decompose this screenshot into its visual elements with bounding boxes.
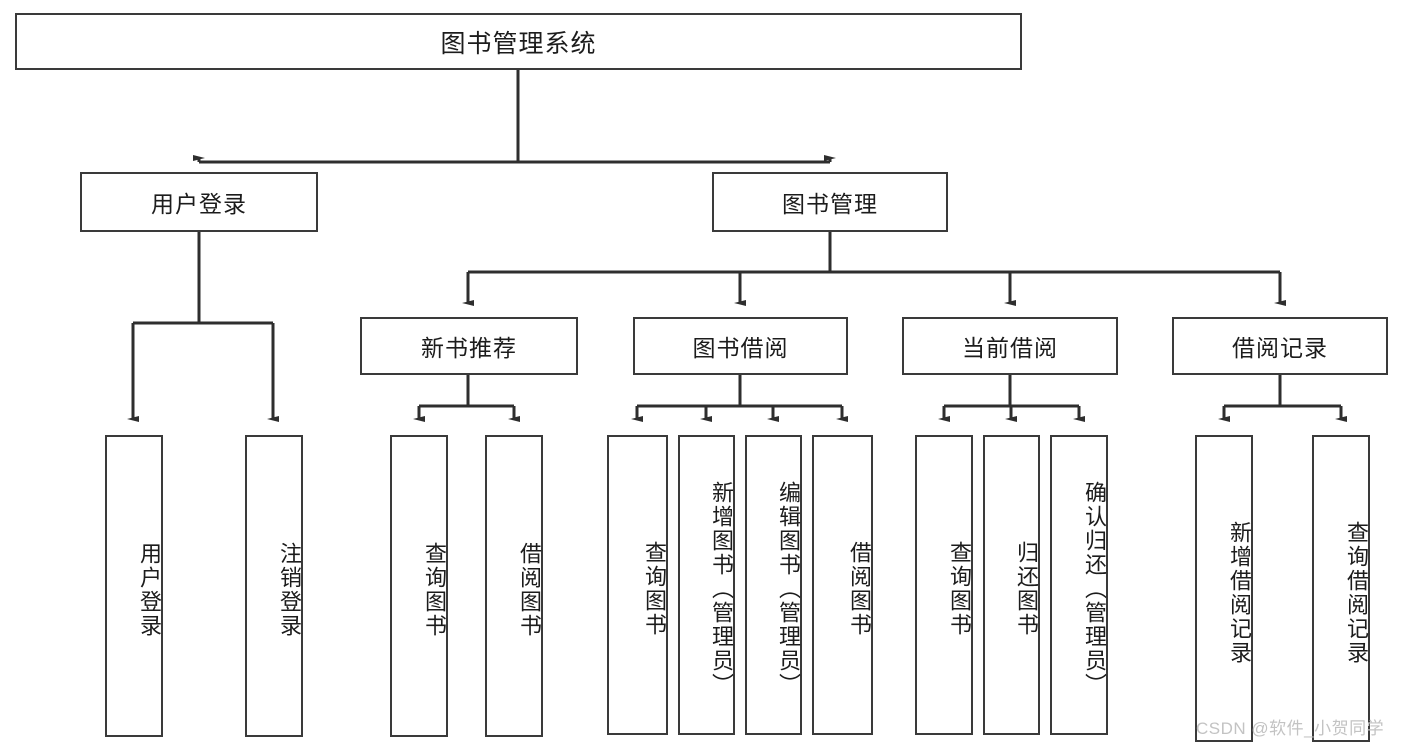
node-label: 新增图书（管理员） <box>709 481 734 697</box>
leaf-confirm-return-admin[interactable]: 确认归还（管理员） <box>1050 435 1108 735</box>
leaf-user-logout[interactable]: 注销登录 <box>245 435 303 737</box>
node-book-borrow[interactable]: 图书借阅 <box>633 317 848 375</box>
leaf-query-book-newbook[interactable]: 查询图书 <box>390 435 448 737</box>
node-label: 查询图书 <box>947 541 972 637</box>
leaf-edit-book-admin[interactable]: 编辑图书（管理员） <box>745 435 802 735</box>
node-label: 新书推荐 <box>421 335 517 361</box>
node-label: 借阅记录 <box>1232 335 1328 361</box>
node-label: 查询图书 <box>422 542 447 638</box>
node-label: 用户登录 <box>151 191 247 217</box>
node-label: 编辑图书（管理员） <box>776 481 801 697</box>
node-root-system[interactable]: 图书管理系统 <box>15 13 1022 70</box>
leaf-add-borrow-record[interactable]: 新增借阅记录 <box>1195 435 1253 742</box>
node-label: 借阅图书 <box>517 542 542 638</box>
node-label: 当前借阅 <box>962 335 1058 361</box>
node-label: 查询图书 <box>642 541 667 637</box>
node-label: 注销登录 <box>277 542 302 638</box>
node-label: 图书管理 <box>782 191 878 217</box>
node-label: 用户登录 <box>137 542 162 638</box>
leaf-query-book-current[interactable]: 查询图书 <box>915 435 973 735</box>
node-label: 借阅图书 <box>847 541 872 637</box>
node-new-book-recommend[interactable]: 新书推荐 <box>360 317 578 375</box>
node-label: 确认归还（管理员） <box>1082 481 1107 697</box>
node-borrow-record[interactable]: 借阅记录 <box>1172 317 1388 375</box>
csdn-watermark: CSDN @软件_小贺同学 <box>1196 719 1385 738</box>
node-label: 图书借阅 <box>692 335 789 361</box>
leaf-borrow-book[interactable]: 借阅图书 <box>812 435 873 735</box>
leaf-return-book[interactable]: 归还图书 <box>983 435 1040 735</box>
node-label: 图书管理系统 <box>440 29 597 58</box>
leaf-borrow-book-newbook[interactable]: 借阅图书 <box>485 435 543 737</box>
node-label: 新增借阅记录 <box>1227 520 1252 665</box>
leaf-query-book-borrow[interactable]: 查询图书 <box>607 435 668 735</box>
node-label: 归还图书 <box>1014 541 1039 637</box>
node-user-login[interactable]: 用户登录 <box>80 172 318 232</box>
node-label: 查询借阅记录 <box>1344 520 1369 665</box>
node-current-borrow[interactable]: 当前借阅 <box>902 317 1118 375</box>
leaf-add-book-admin[interactable]: 新增图书（管理员） <box>678 435 735 735</box>
node-book-management[interactable]: 图书管理 <box>712 172 948 232</box>
leaf-user-login[interactable]: 用户登录 <box>105 435 163 737</box>
leaf-query-borrow-record[interactable]: 查询借阅记录 <box>1312 435 1370 742</box>
